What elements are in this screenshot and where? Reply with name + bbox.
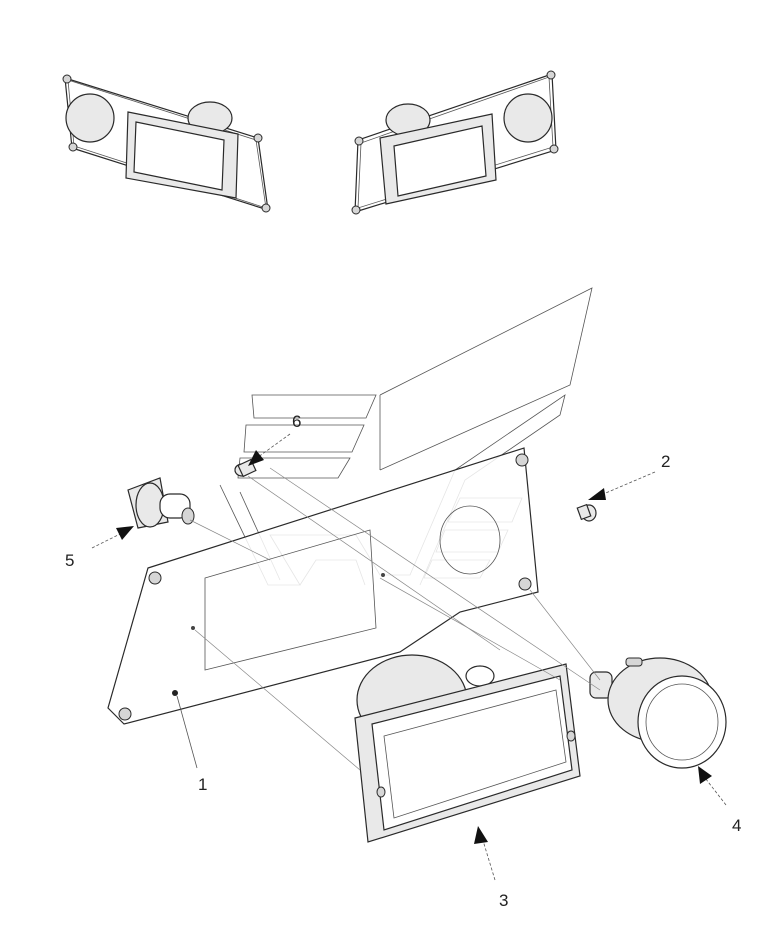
callout-3: 3	[499, 891, 508, 910]
callout-1: 1	[198, 775, 207, 794]
round-lamp-part-4	[589, 657, 727, 769]
screw-part-2	[576, 503, 597, 522]
leader-lines	[91, 433, 727, 881]
callout-5: 5	[65, 551, 74, 570]
callout-6: 6	[292, 412, 301, 431]
work-light-part-3	[354, 654, 581, 843]
bulb-part-5	[127, 477, 195, 529]
alignment-lines	[189, 467, 601, 771]
assembled-light-panel-left	[62, 74, 271, 213]
assembled-light-panel-right	[351, 70, 559, 215]
callout-4: 4	[732, 816, 741, 835]
callout-2: 2	[661, 452, 670, 471]
